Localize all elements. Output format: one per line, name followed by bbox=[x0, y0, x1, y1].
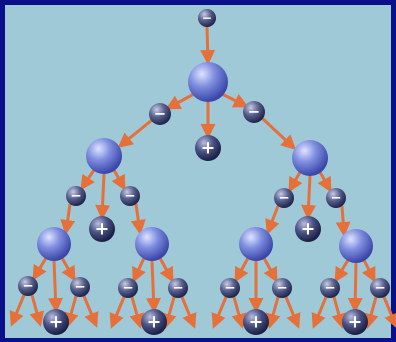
electron: − bbox=[326, 188, 346, 208]
gas-atom bbox=[339, 229, 373, 263]
positive-ion: + bbox=[89, 216, 115, 242]
minus-sign: − bbox=[74, 279, 85, 295]
electron: − bbox=[320, 278, 340, 298]
incoming-arrow bbox=[207, 27, 208, 62]
arrow bbox=[308, 176, 310, 217]
plus-sign: + bbox=[49, 312, 64, 332]
electron: − bbox=[70, 277, 90, 297]
positive-ion: + bbox=[141, 309, 167, 335]
gas-atom bbox=[188, 62, 228, 102]
electron: − bbox=[274, 188, 294, 208]
electron: − bbox=[272, 278, 292, 298]
minus-sign: − bbox=[374, 280, 385, 296]
gas-atom bbox=[239, 227, 273, 261]
positive-ion: + bbox=[342, 309, 368, 335]
minus-sign: − bbox=[172, 280, 183, 296]
gas-atom bbox=[292, 140, 328, 176]
gas-atom bbox=[86, 138, 122, 174]
gas-atom bbox=[135, 227, 169, 261]
plus-sign: + bbox=[348, 312, 363, 332]
electron: − bbox=[168, 278, 188, 298]
minus-sign: − bbox=[202, 11, 212, 25]
minus-sign: − bbox=[122, 280, 133, 296]
arrow bbox=[54, 261, 56, 310]
electron: − bbox=[198, 9, 216, 27]
minus-sign: − bbox=[22, 278, 33, 294]
electron: − bbox=[243, 101, 265, 123]
minus-sign: − bbox=[248, 103, 260, 121]
minus-sign: − bbox=[224, 280, 235, 296]
minus-sign: − bbox=[154, 105, 166, 123]
minus-sign: − bbox=[324, 280, 335, 296]
minus-sign: − bbox=[276, 280, 287, 296]
electron: − bbox=[370, 278, 390, 298]
electron: − bbox=[18, 276, 38, 296]
plus-sign: + bbox=[147, 312, 162, 332]
positive-ion: + bbox=[295, 216, 321, 242]
plus-sign: + bbox=[249, 312, 264, 332]
arrow bbox=[355, 263, 356, 310]
arrow bbox=[342, 206, 344, 234]
minus-sign: − bbox=[278, 190, 289, 206]
electron: − bbox=[118, 278, 138, 298]
electron: − bbox=[120, 186, 140, 206]
minus-sign: − bbox=[70, 188, 81, 204]
positive-ion: + bbox=[43, 309, 69, 335]
arrow bbox=[152, 261, 154, 310]
electron: − bbox=[220, 278, 240, 298]
plus-sign: + bbox=[301, 219, 316, 239]
arrow bbox=[102, 174, 104, 217]
gas-atom bbox=[37, 227, 71, 261]
plus-sign: + bbox=[201, 138, 216, 158]
electron: − bbox=[66, 186, 86, 206]
electron: − bbox=[149, 103, 171, 125]
positive-ion: + bbox=[243, 309, 269, 335]
positive-ion: + bbox=[195, 135, 221, 161]
minus-sign: − bbox=[330, 190, 341, 206]
plus-sign: + bbox=[95, 219, 110, 239]
minus-sign: − bbox=[124, 188, 135, 204]
